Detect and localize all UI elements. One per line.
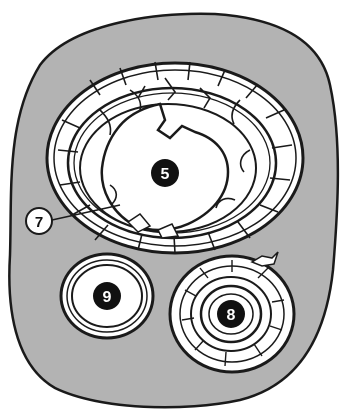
label-7-marker: 7 bbox=[26, 208, 52, 234]
label-7-text: 7 bbox=[35, 214, 43, 231]
large-cell-structure bbox=[47, 62, 303, 253]
label-8-text: 8 bbox=[227, 307, 236, 324]
label-5-marker: 5 bbox=[151, 159, 179, 187]
label-9-text: 9 bbox=[103, 289, 112, 306]
label-5-text: 5 bbox=[161, 166, 170, 183]
label-8-marker: 8 bbox=[217, 300, 245, 328]
label-9-marker: 9 bbox=[93, 282, 121, 310]
